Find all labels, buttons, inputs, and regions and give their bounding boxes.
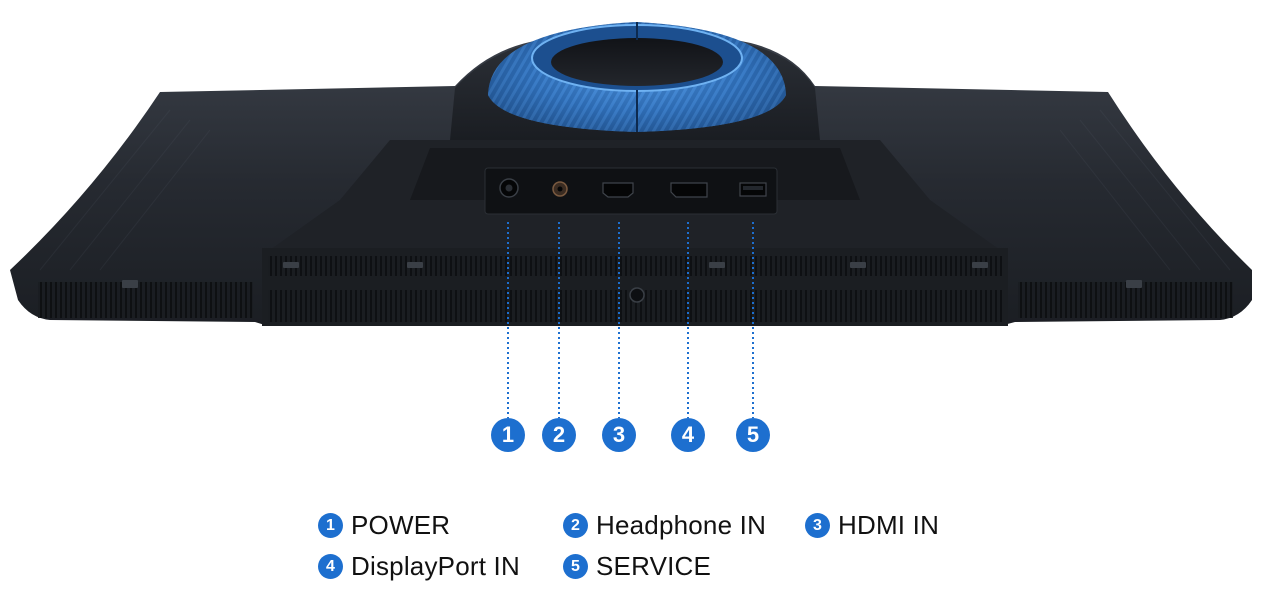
legend-label-power: POWER — [351, 509, 451, 540]
legend-item-displayport: 4 DisplayPort IN — [318, 549, 520, 583]
power-socket-icon — [499, 178, 519, 198]
port-legend: 1 POWER 2 Headphone IN 3 HDMI IN 4 Displ… — [318, 508, 1018, 598]
joystick-button-icon — [629, 287, 645, 303]
hdmi-port-icon — [602, 182, 634, 198]
legend-badge-5: 5 — [563, 553, 588, 579]
displayport-icon — [670, 182, 708, 198]
legend-item-headphone: 2 Headphone IN — [563, 508, 766, 542]
legend-label-hdmi: HDMI IN — [838, 509, 940, 540]
legend-item-hdmi: 3 HDMI IN — [805, 508, 939, 542]
headphone-jack-icon — [552, 181, 568, 197]
legend-badge-1: 1 — [318, 512, 343, 538]
stand-mount-ring — [488, 22, 786, 132]
legend-label-displayport: DisplayPort IN — [351, 550, 520, 581]
legend-badge-2: 2 — [563, 512, 588, 538]
legend-label-service: SERVICE — [596, 550, 712, 581]
legend-item-service: 5 SERVICE — [563, 549, 711, 583]
legend-item-power: 1 POWER — [318, 508, 450, 542]
legend-badge-3: 3 — [805, 512, 830, 538]
legend-badge-4: 4 — [318, 553, 343, 579]
usb-port-icon — [739, 182, 767, 197]
legend-label-headphone: Headphone IN — [596, 509, 767, 540]
